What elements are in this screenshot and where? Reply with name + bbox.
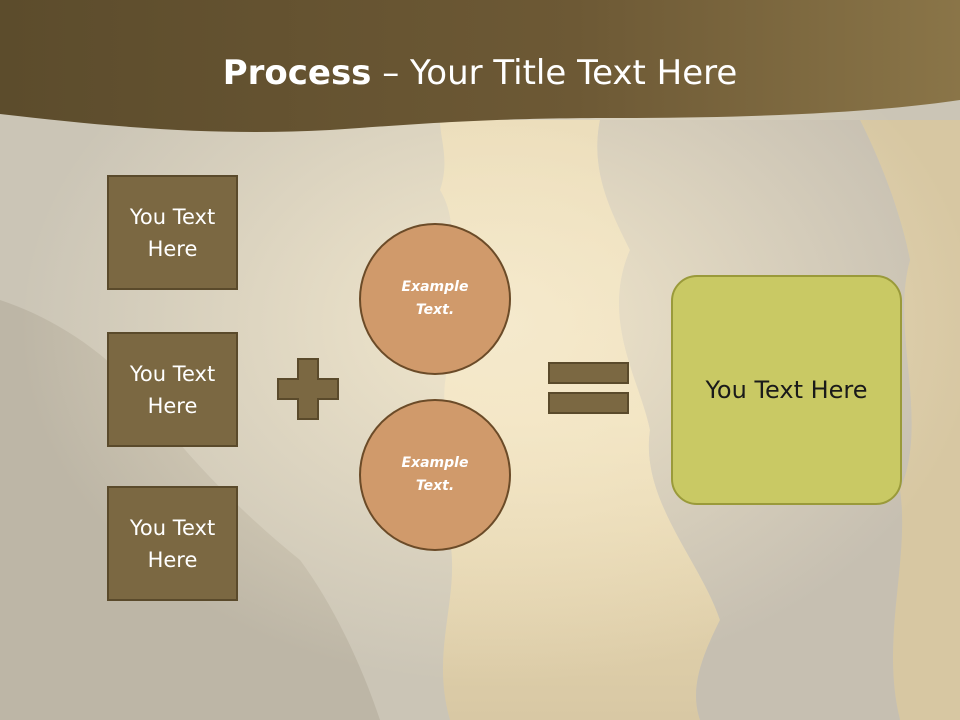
text-box-1[interactable]: You Text Here [107, 175, 238, 290]
text-box-3[interactable]: You Text Here [107, 486, 238, 601]
title-rest-text: – Your Title Text Here [371, 53, 738, 93]
plus-icon [277, 358, 339, 420]
example-circle-1[interactable]: Example Text. [359, 223, 511, 375]
result-box[interactable]: You Text Here [671, 275, 902, 505]
equals-icon [548, 362, 629, 414]
text-box-2-label: You Text Here [129, 361, 216, 418]
slide-title: Process – Your Title Text Here [0, 50, 960, 96]
text-box-1-label: You Text Here [129, 204, 216, 261]
result-box-label: You Text Here [705, 376, 868, 404]
example-circle-1-label: Example Text. [401, 279, 469, 318]
title-bold-text: Process [222, 53, 372, 93]
example-circle-2[interactable]: Example Text. [359, 399, 511, 551]
text-box-3-label: You Text Here [129, 515, 216, 572]
example-circle-2-label: Example Text. [401, 455, 469, 494]
text-box-2[interactable]: You Text Here [107, 332, 238, 447]
header-banner [0, 0, 960, 133]
